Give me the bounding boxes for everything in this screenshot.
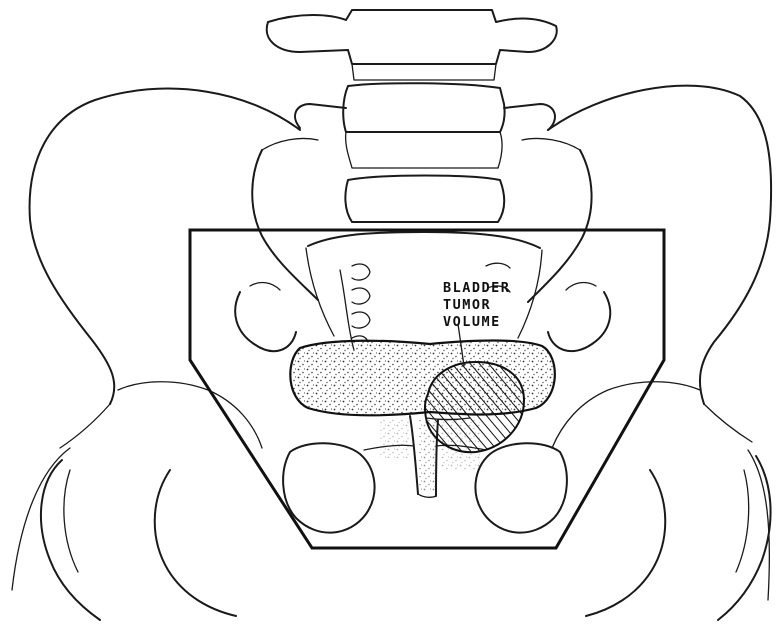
label-line-1: BLADDER [443,280,510,296]
label-line-2: TUMOR [443,297,491,313]
label-line-3: VOLUME [443,314,501,330]
